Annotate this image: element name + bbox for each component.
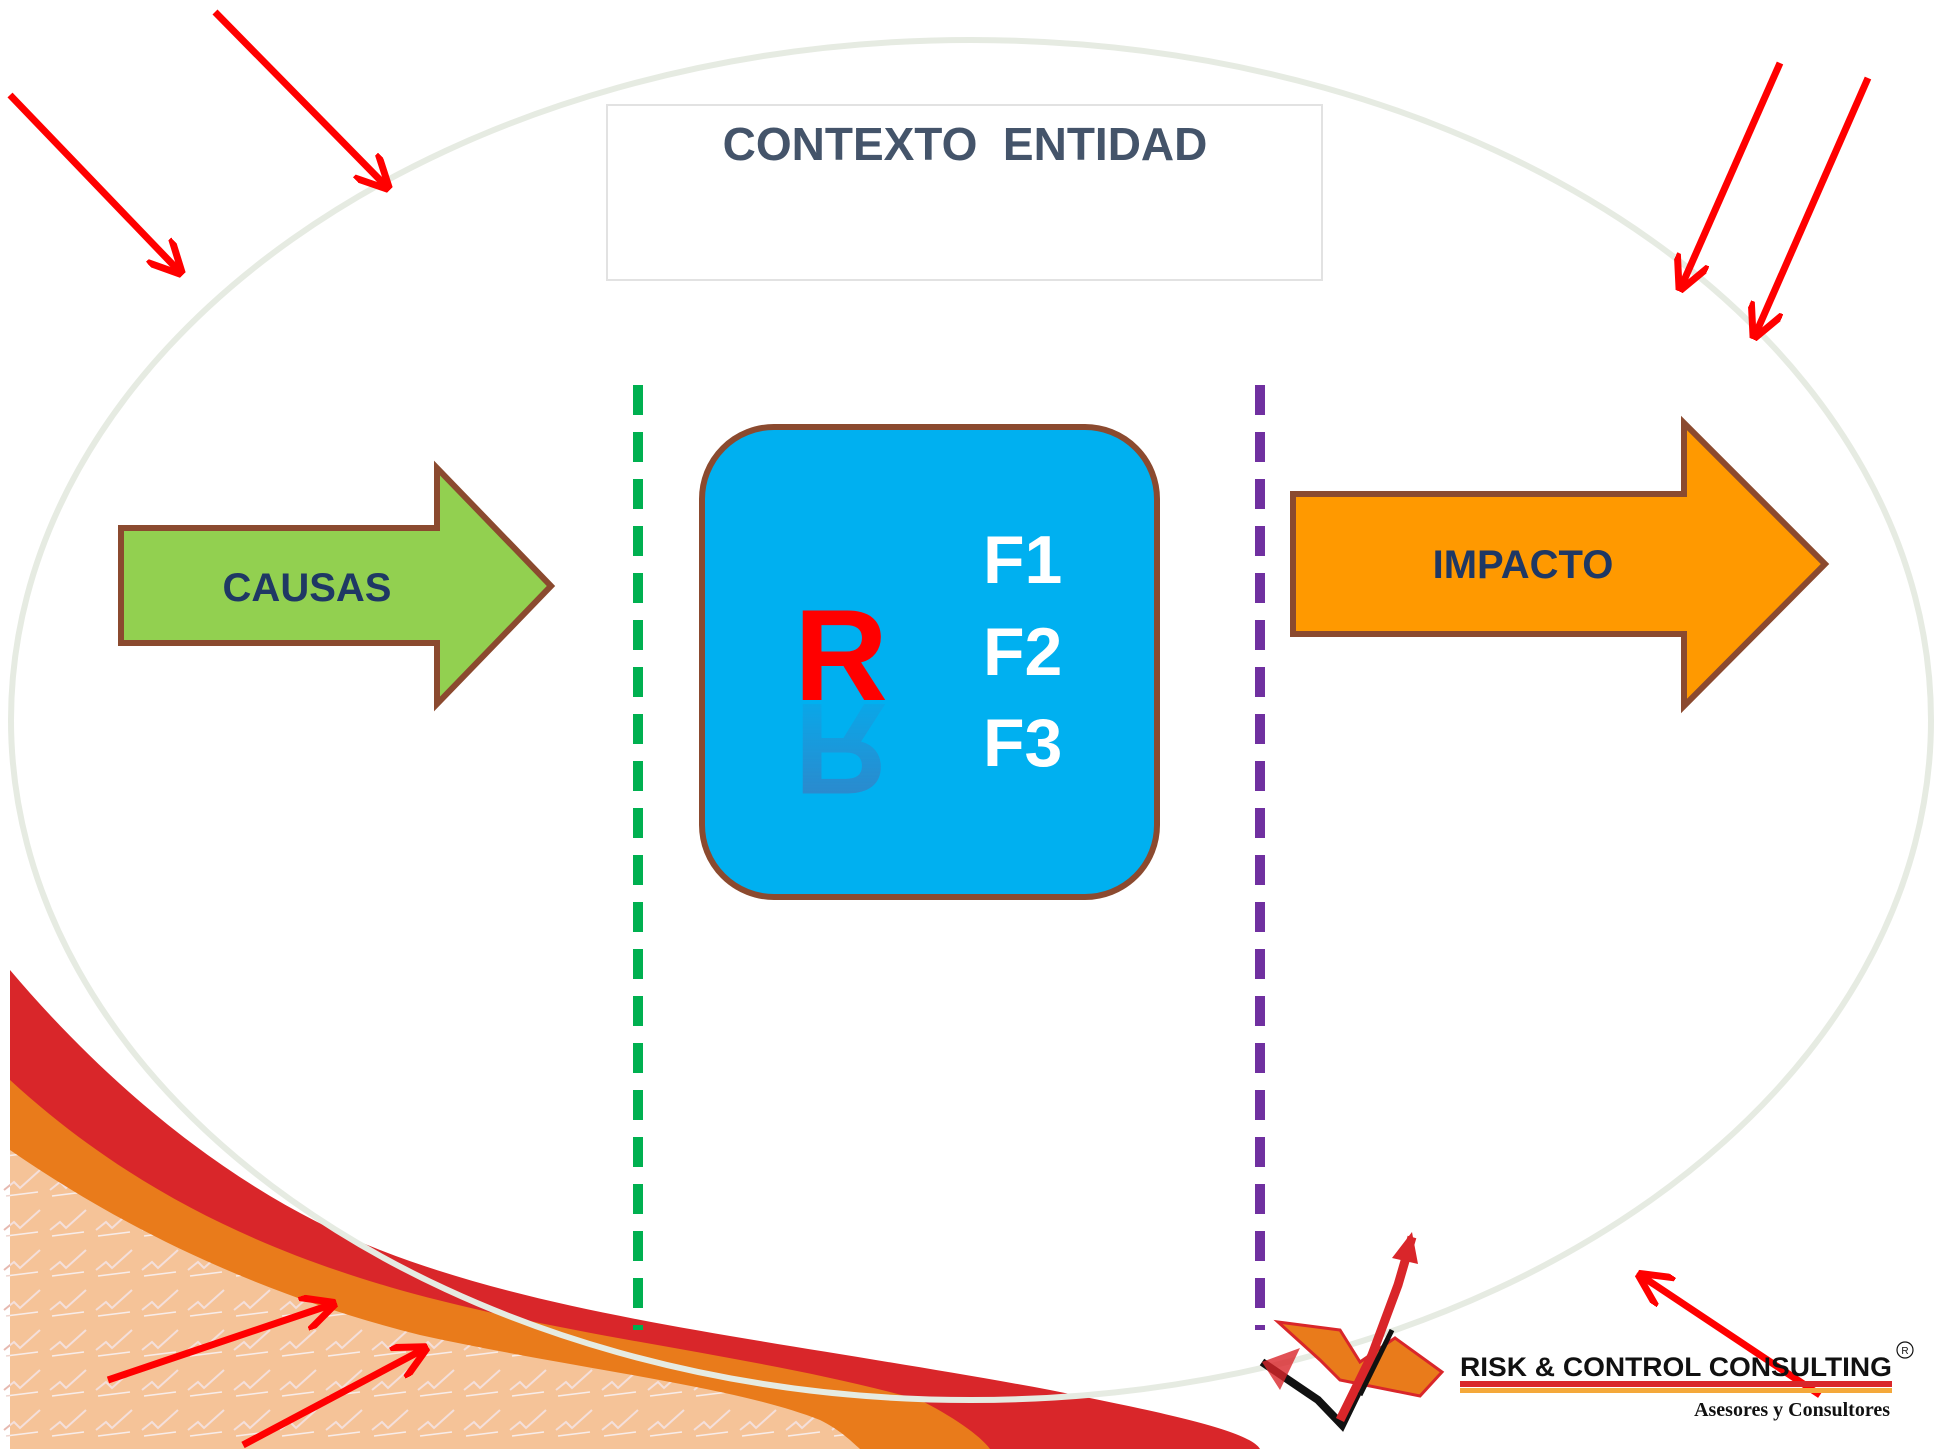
impact-arrow [1290,415,1830,714]
title-box [606,104,1323,281]
page-title: CONTEXTO ENTIDAD [723,118,1208,170]
impact-label: IMPACTO [1433,543,1614,587]
causes-arrow [118,460,556,712]
risk-letter: R [794,582,888,728]
causes-label: CAUSAS [223,566,392,610]
factor-f2: F2 [983,614,1062,690]
decorative-swoosh [0,970,1260,1449]
registered-mark-letter: R [1901,1346,1908,1357]
factor-f1: F1 [983,522,1062,598]
risk-letter-reflection: R [794,676,888,822]
logo-name: RISK & CONTROL CONSULTING [1460,1352,1892,1382]
arrow-top-left-1 [7,92,178,270]
company-logo: RISK & CONTROL CONSULTING Asesores y Con… [1259,1232,1914,1432]
arrow-bottom-left-1 [106,1305,330,1384]
logo-stripe-red [1460,1381,1892,1387]
logo-icon [1259,1232,1445,1432]
context-boundary-ellipse [8,37,1934,1403]
arrow-top-left-2 [212,9,385,185]
external-influence-arrows [7,9,1872,1449]
logo-tagline: Asesores y Consultores [1694,1399,1890,1421]
arrow-top-right-1 [1682,61,1784,285]
logo-stripe-orange [1460,1388,1892,1393]
registered-mark-icon [1896,1341,1914,1359]
factor-f3: F3 [983,705,1062,781]
risk-box [699,424,1160,900]
arrow-bottom-left-2 [241,1350,422,1449]
arrow-bottom-right [1643,1277,1822,1398]
arrow-top-right-2 [1756,76,1872,333]
